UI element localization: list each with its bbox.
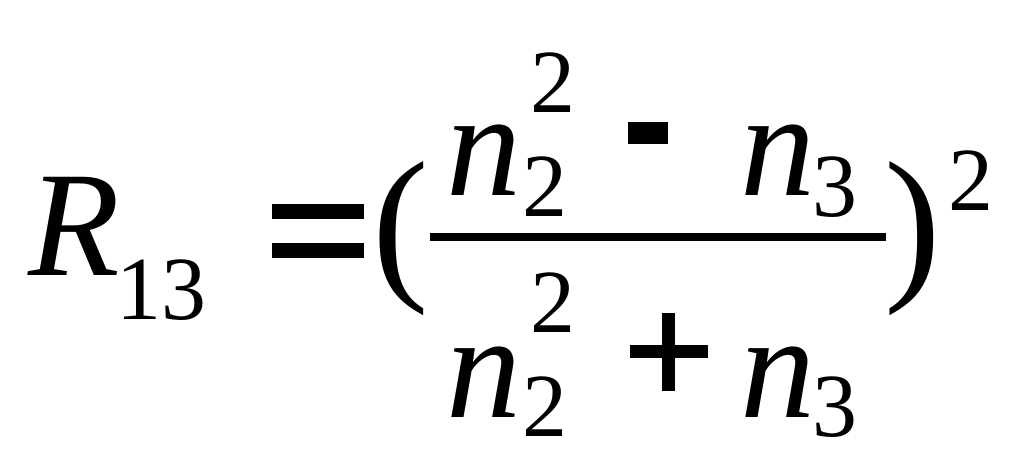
denominator-term2-base: n <box>740 284 815 450</box>
equals-sign-bottom-bar <box>272 243 364 258</box>
denominator-term1-subscript: 2 <box>522 357 567 456</box>
outer-exponent: 2 <box>948 131 993 230</box>
numerator-term1-base: n <box>446 62 521 228</box>
denominator-term1-superscript: 2 <box>530 253 575 352</box>
open-parenthesis: ( <box>372 128 429 316</box>
minus-sign <box>628 122 668 144</box>
numerator-term2-base: n <box>740 62 815 228</box>
denominator-term1-base: n <box>446 284 521 450</box>
plus-sign-vertical <box>662 313 675 391</box>
lhs-subscript: 13 <box>116 240 206 339</box>
numerator-term2-subscript: 3 <box>812 137 857 236</box>
numerator-term1-superscript: 2 <box>530 33 575 132</box>
lhs-symbol: R <box>28 142 120 308</box>
equals-sign-top-bar <box>272 204 364 219</box>
denominator-term2-subscript: 3 <box>812 357 857 456</box>
numerator-term1-subscript: 2 <box>522 137 567 236</box>
close-parenthesis: ) <box>884 128 941 316</box>
fraction-bar <box>430 233 886 241</box>
